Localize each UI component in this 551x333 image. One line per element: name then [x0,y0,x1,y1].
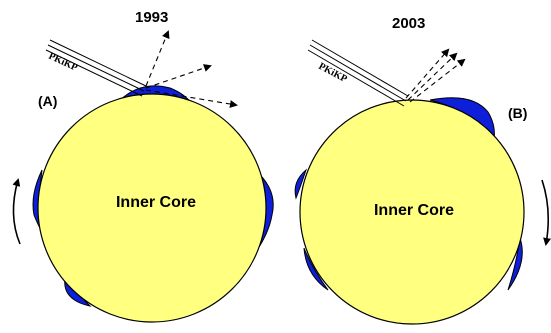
scattered-ray-up [145,30,170,87]
inner-core-circle [37,93,267,323]
incoming-ray-line [45,49,143,97]
scattered-ray [407,52,458,101]
panel-label-a: (A) [38,93,57,109]
scattered-ray-low [145,89,238,108]
core-bump-left-lower [303,247,329,291]
incoming-ray-line [47,44,145,92]
panel-label-b: (B) [508,105,527,121]
incoming-ray-line [311,39,409,97]
panel-b: 2003 (B) PKiKP Inner Core [294,15,551,325]
scattered-ray-right [145,64,212,89]
incoming-ray-line [309,44,407,102]
incoming-ray-line [49,39,147,87]
core-bump-right-lower [507,237,523,291]
scattered-ray [405,48,450,99]
year-label-right: 2003 [392,15,425,32]
scattered-ray [409,58,466,103]
rotation-arrow-right [541,179,551,246]
rotation-arrow-left [12,178,21,245]
incoming-ray-line [307,49,405,107]
core-label-left: Inner Core [116,194,196,211]
year-label-left: 1993 [135,9,168,26]
ray-label-left: PKiKP [47,51,79,74]
core-bump-left-upper [294,168,308,200]
core-label-right: Inner Core [374,202,454,219]
panel-a: 1993 (A) PKiKP Inner Core [12,9,274,323]
